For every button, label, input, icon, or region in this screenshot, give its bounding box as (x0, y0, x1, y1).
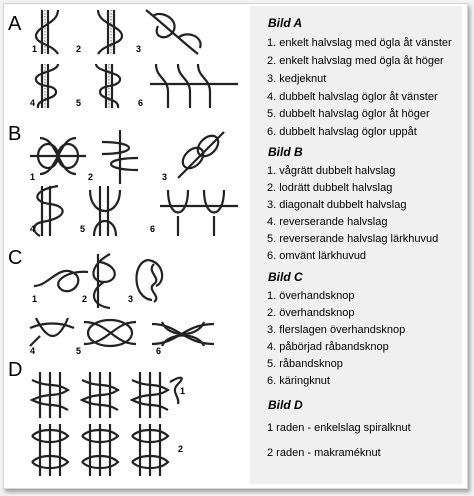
fig-number-c2: 2 (82, 294, 87, 304)
fig-number-c4: 4 (30, 346, 35, 356)
knot-illustration-b: 1 2 3 4 5 6 (30, 130, 238, 237)
list-item: 2 raden - makraméknut (267, 447, 381, 459)
list-item: 5. råbandsknop (267, 358, 343, 370)
section-title-bild-a: Bild A (268, 16, 303, 30)
list-item: 5. reverserande halvslag lärkhuvud (267, 233, 439, 245)
fig-number-d1: 1 (180, 386, 185, 396)
figure-letter-c: C (8, 247, 23, 269)
fig-number-c3: 3 (128, 294, 133, 304)
list-item: 4. påbörjad råbandsknop (267, 341, 389, 353)
fig-number-a3: 3 (136, 44, 141, 54)
list-item: 6. dubbelt halvslag öglor uppåt (267, 126, 417, 138)
list-item: 3. kedjeknut (267, 73, 327, 85)
legend-panel (250, 6, 462, 484)
list-item: 5. dubbelt halvslag öglor åt höger (267, 108, 430, 120)
fig-number-b4: 4 (30, 224, 35, 234)
fig-number-d2: 2 (178, 444, 183, 454)
fig-number-b1: 1 (30, 172, 35, 182)
fig-number-b2: 2 (88, 172, 93, 182)
fig-number-a4: 4 (30, 98, 35, 108)
list-item: 3. diagonalt dubbelt halvslag (267, 199, 407, 211)
list-item: 6. omvänt lärkhuvud (267, 250, 367, 262)
fig-number-a6: 6 (138, 98, 143, 108)
list-item: 2. lodrätt dubbelt halvslag (267, 182, 393, 194)
list-item: 1. vågrätt dubbelt halvslag (267, 165, 396, 177)
section-title-bild-c: Bild C (268, 270, 303, 284)
fig-number-a5: 5 (76, 98, 81, 108)
fig-number-b5: 5 (80, 224, 85, 234)
figure-letter-d: D (8, 359, 23, 381)
knot-illustration-d: 1 2 (29, 372, 185, 476)
list-item: 1 raden - enkelslag spiralknut (267, 422, 411, 434)
list-item: 1. enkelt halvslag med ögla åt vänster (267, 37, 452, 49)
figure-letter-b: B (8, 123, 22, 145)
section-title-bild-b: Bild B (268, 145, 303, 159)
knot-illustration-a: 1 2 3 4 5 6 (30, 9, 238, 109)
list-item: 3. flerslagen överhandsknop (267, 324, 406, 336)
figure-letter-a: A (8, 13, 22, 35)
fig-number-c6: 6 (156, 346, 161, 356)
list-item: 6. käringknut (267, 375, 330, 387)
list-item: 2. överhandsknop (267, 307, 355, 319)
fig-number-a1: 1 (32, 44, 37, 54)
list-item: 4. dubbelt halvslag öglor åt vänster (267, 91, 438, 103)
fig-number-a2: 2 (76, 44, 81, 54)
section-title-bild-d: Bild D (268, 398, 303, 412)
fig-number-c5: 5 (76, 346, 81, 356)
list-item: 1. överhandsknop (267, 290, 355, 302)
list-item: 2. enkelt halvslag med ögla åt höger (267, 55, 444, 67)
list-item: 4. reverserande halvslag (267, 216, 388, 228)
fig-number-c1: 1 (32, 294, 37, 304)
fig-number-b3: 3 (162, 172, 167, 182)
knot-illustration-c: 1 2 3 4 5 6 (29, 253, 215, 356)
fig-number-b6: 6 (150, 224, 155, 234)
